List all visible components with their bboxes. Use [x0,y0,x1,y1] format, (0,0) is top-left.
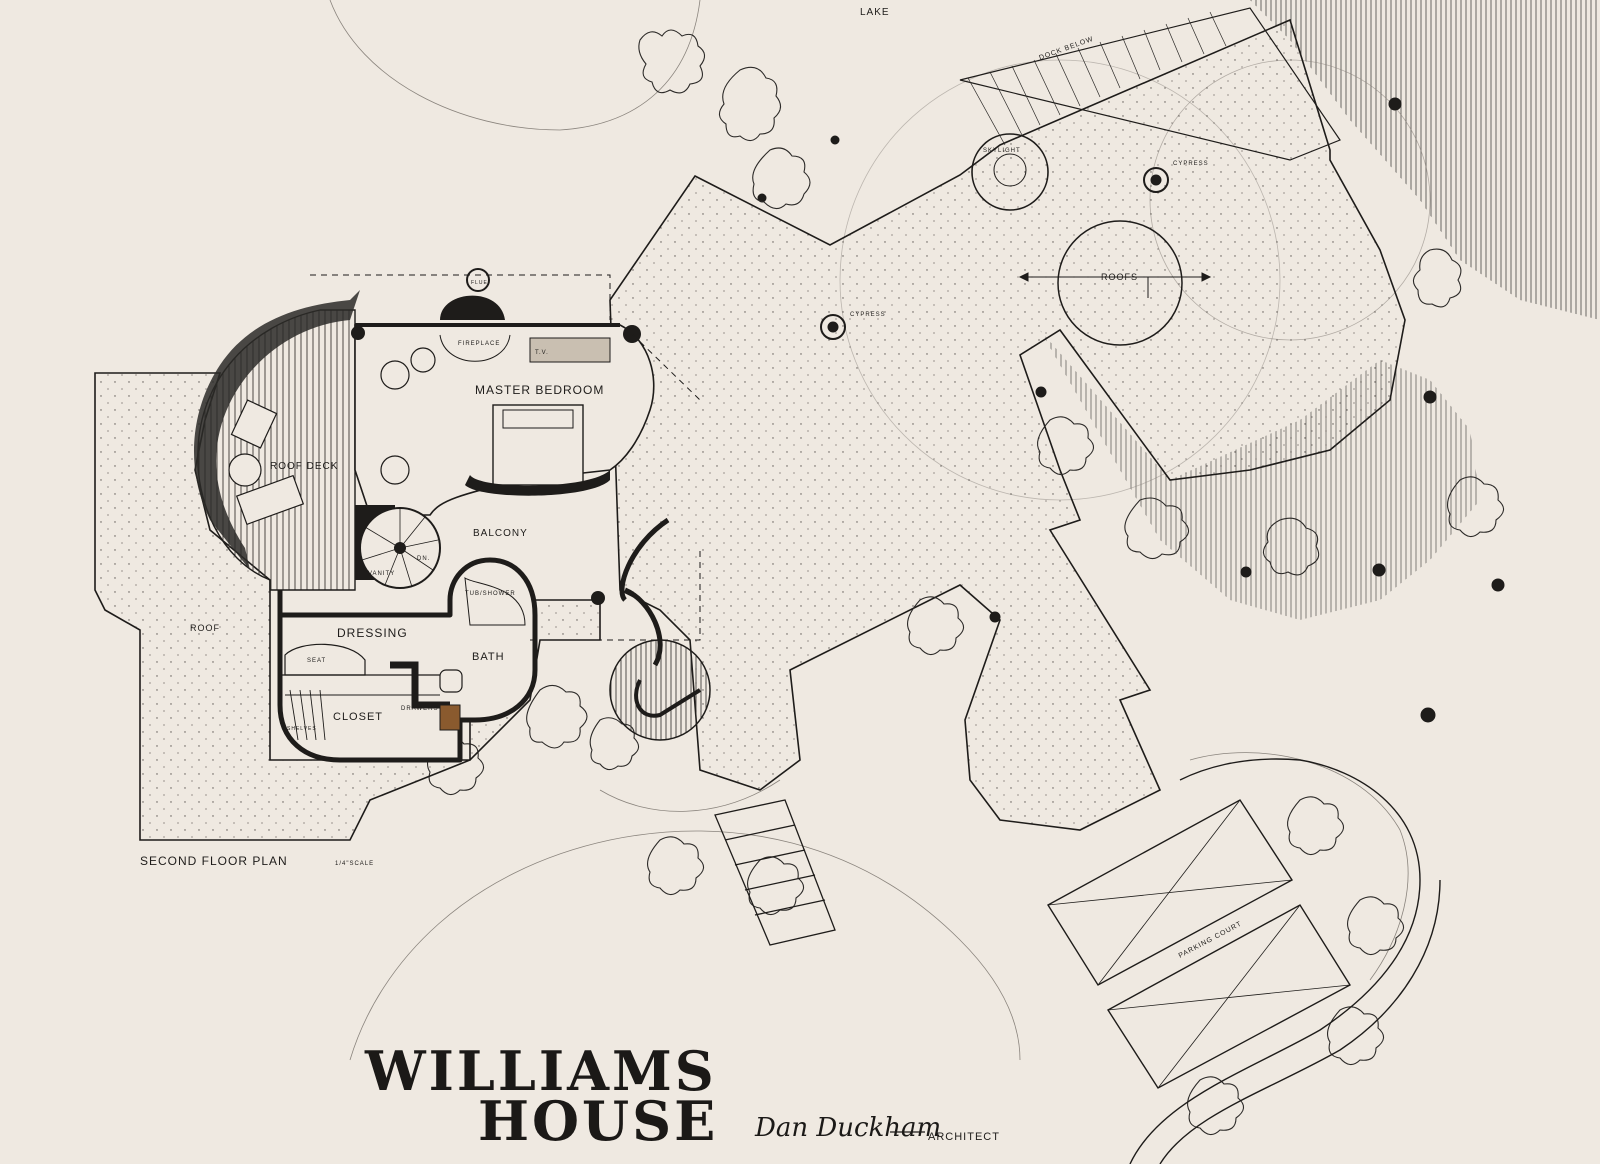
label-seat: SEAT [307,658,326,664]
label-cypress-top: CYPRESS [1173,161,1209,167]
plan-caption: SECOND FLOOR PLAN [140,854,288,868]
label-tv: T.V. [535,350,549,356]
roofs-circle [1018,220,1212,346]
roof-deck-planter [193,290,360,570]
label-roofs: ROOFS [1101,272,1138,282]
title-line-1: WILLIAMS [364,1039,717,1103]
label-roof: ROOF [190,623,220,633]
skylight [971,133,1049,211]
label-vanity: VANITY [368,571,395,577]
label-master-bedroom: MASTER BEDROOM [475,383,604,397]
title-line-2: HOUSE [478,1089,718,1153]
spiral-stair-lower [609,517,711,741]
label-dn: DN. [417,556,430,562]
label-closet: CLOSET [333,711,383,723]
label-cypress-mid: CYPRESS [850,312,886,318]
dressing-closet-bath [277,557,538,763]
label-drawers: DRAWERS [401,706,438,712]
architect-signature: Dan Duckham [754,1113,941,1143]
cypress-trees [757,97,1505,723]
roof-outline [609,7,1406,831]
title-block: WILLIAMS HOUSE Dan Duckham ARCHITECT [364,1039,1000,1153]
dashed-lines [310,274,701,641]
master-bedroom [351,268,655,605]
label-lake: LAKE [860,7,890,18]
dock-slats [967,11,1227,146]
scale-note: 1/4"SCALE [335,861,374,867]
spiral-stair-upper [355,505,441,589]
architect-role: ARCHITECT [928,1131,1000,1143]
label-dressing: DRESSING [337,626,408,640]
entry-stairs [714,799,836,946]
label-skylight: SKYLIGHT [983,148,1021,154]
label-roof-deck: ROOF DECK [270,461,338,472]
label-bath: BATH [472,651,505,663]
label-shelves: SHELVES [287,726,317,732]
label-tub-shower: TUB/SHOWER [465,591,516,597]
label-balcony: BALCONY [473,528,528,539]
label-fireplace: FIREPLACE [458,341,500,347]
label-flue: FLUE [471,280,488,286]
driveway [1047,758,1441,1164]
